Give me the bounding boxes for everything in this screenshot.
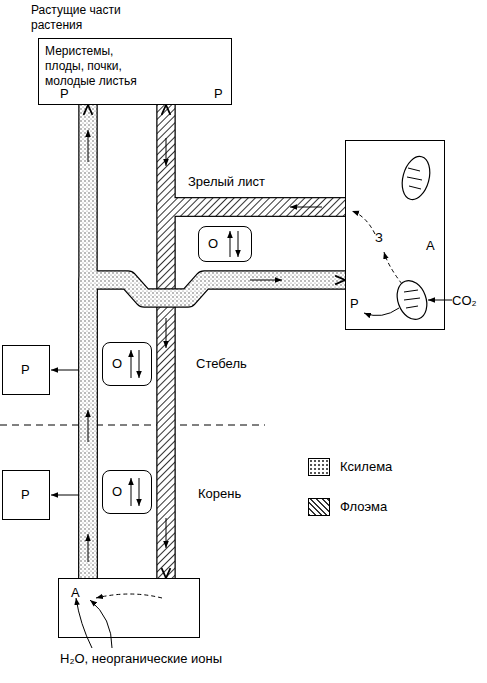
exchange-arrow: [139, 350, 140, 378]
process-letter: А: [71, 585, 80, 600]
process-letter: Р: [214, 86, 223, 101]
exchange-box: О: [198, 226, 252, 262]
band-arrow: [166, 518, 167, 548]
exchange-arrow: [230, 231, 231, 257]
exchange-box: О: [102, 342, 152, 386]
xylem-outline: [88, 280, 345, 578]
band-arrow: [166, 138, 167, 166]
legend-text: Флоэма: [340, 499, 387, 515]
xylem-band: [88, 280, 345, 578]
legend-text: Ксилема: [340, 459, 392, 475]
legend-swatch: [308, 458, 330, 476]
band-arrow: [88, 534, 89, 562]
part-label: Зрелый лист: [188, 174, 265, 189]
process-letter: О: [112, 484, 122, 499]
band-fill-group: [166, 105, 345, 578]
band-arrow: [250, 280, 282, 281]
chloroplast: [398, 153, 435, 202]
gas-label: CO₂: [452, 293, 477, 308]
band-arrow: [166, 318, 167, 348]
process-letter: Р: [21, 362, 30, 377]
process-letter: А: [426, 238, 435, 253]
process-letter: О: [208, 236, 218, 251]
uptake-arrow: [76, 598, 92, 648]
supply-arrow: [51, 495, 79, 496]
phloem-band: [166, 105, 345, 207]
boundary-line: [0, 425, 265, 426]
box-heading: Растущие части растения: [31, 3, 131, 33]
flow-arrow: [96, 594, 162, 598]
supply-arrow: [51, 370, 79, 371]
legend-entry: Ксилема: [308, 458, 448, 480]
growth-box: Р: [2, 470, 50, 520]
process-letter: Р: [350, 296, 359, 311]
band-arrow: [290, 207, 322, 208]
process-letter: Р: [60, 86, 69, 101]
phloem-band: [166, 207, 345, 578]
band-outline-group: [166, 105, 345, 578]
leaf-box: З А Р: [345, 140, 445, 330]
band-arrow: [88, 410, 89, 442]
legend-entry: Флоэма: [308, 498, 448, 520]
phloem-outline: [166, 207, 345, 578]
chloroplast: [392, 276, 432, 323]
flow-arrow: [352, 211, 375, 234]
process-letter: О: [112, 356, 122, 371]
co2-arrow: [428, 300, 452, 301]
uptake-arrow: [90, 600, 112, 648]
chloroplast-grana: [404, 290, 420, 308]
exchange-arrow: [131, 350, 132, 378]
part-label: Корень: [198, 486, 241, 501]
growth-box: Р: [2, 345, 50, 395]
process-letter: З: [375, 230, 383, 245]
flow-arrow: [384, 252, 402, 284]
process-letter: Р: [21, 487, 30, 502]
band-fill-group: [88, 105, 345, 578]
input-label: H₂O, неорганические ионы: [60, 651, 222, 666]
root-box: А: [58, 578, 200, 638]
part-label: Стебель: [196, 356, 247, 371]
exchange-arrow: [131, 478, 132, 506]
legend-swatch: [308, 498, 330, 516]
exchange-arrow: [238, 231, 239, 257]
box-body: Меристемы, плоды, почки, молодые листья: [45, 44, 145, 89]
exchange-box: О: [102, 470, 152, 514]
band-arrows: [88, 130, 322, 562]
band-arrow: [88, 130, 89, 162]
band-outline-group: [88, 105, 345, 578]
phloem-outline: [166, 105, 345, 207]
exchange-arrow: [139, 478, 140, 506]
chloroplast-grana: [407, 168, 422, 189]
flow-arrow: [364, 308, 399, 316]
